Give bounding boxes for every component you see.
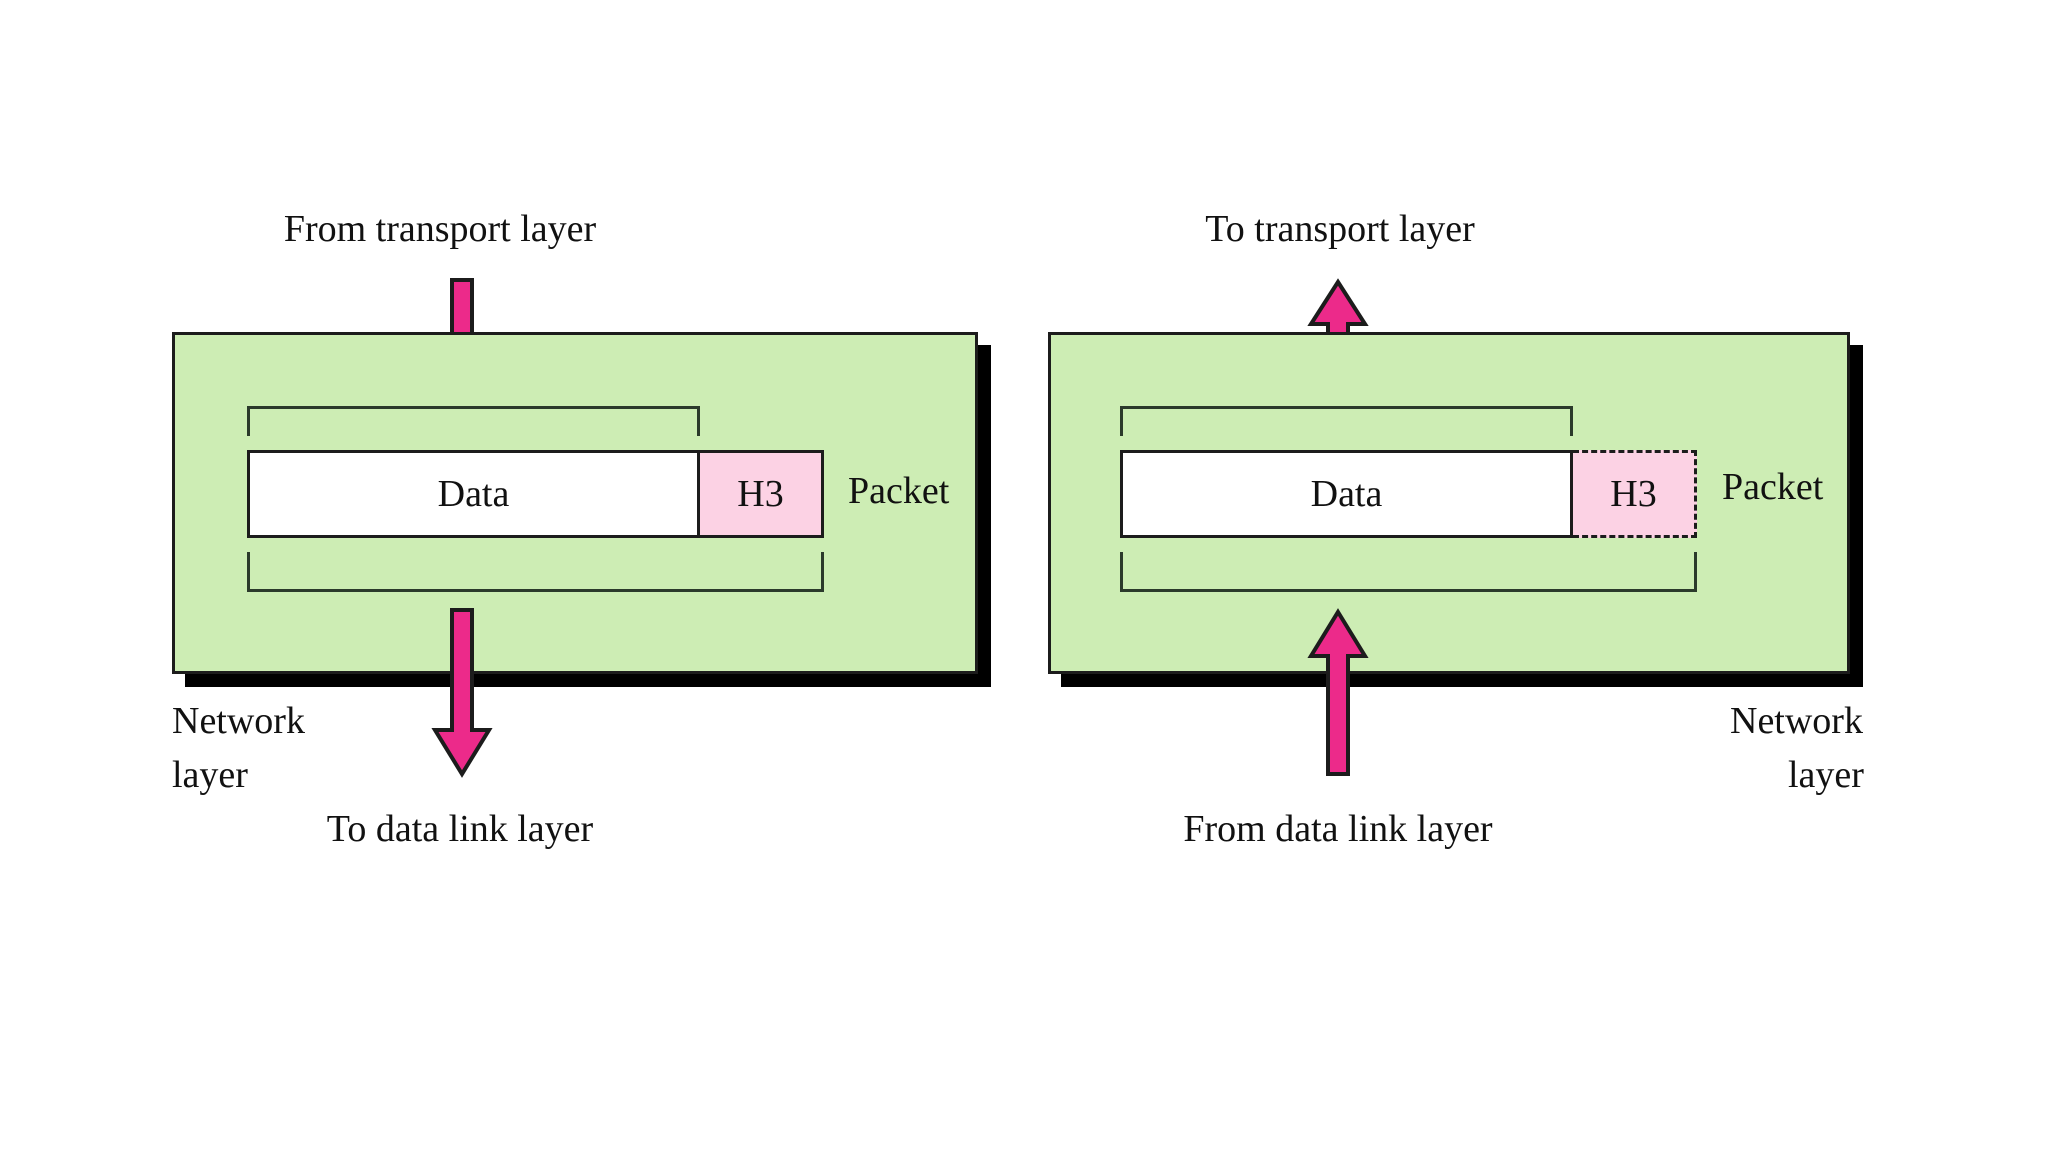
right-layer-name-line1: Network [1730, 700, 1863, 742]
left-layer-name-line2: layer [172, 754, 248, 796]
left-arrow-to-data-link-layer-icon [431, 608, 493, 778]
left-bottom-label: To data link layer [326, 808, 594, 850]
left-layer-name-line1: Network [172, 700, 305, 742]
right-h3-header-cell: H3 [1573, 450, 1697, 538]
left-packet-label: Packet [848, 470, 950, 512]
right-packet-row: Data H3 [1120, 450, 1697, 538]
left-bottom-bracket [247, 552, 824, 592]
right-packet-label: Packet [1722, 466, 1824, 508]
left-data-cell: Data [247, 450, 700, 538]
right-bottom-label: From data link layer [1183, 808, 1493, 850]
left-h3-header-cell: H3 [700, 450, 824, 538]
left-top-bracket [247, 406, 700, 436]
right-data-cell: Data [1120, 450, 1573, 538]
right-top-bracket [1120, 406, 1573, 436]
left-packet-row: Data H3 [247, 450, 824, 538]
right-layer-name-line2: layer [1788, 754, 1864, 796]
right-top-label: To transport layer [1205, 208, 1475, 250]
left-top-label: From transport layer [283, 208, 597, 250]
right-arrow-from-data-link-layer-icon [1307, 608, 1369, 776]
right-bottom-bracket [1120, 552, 1697, 592]
